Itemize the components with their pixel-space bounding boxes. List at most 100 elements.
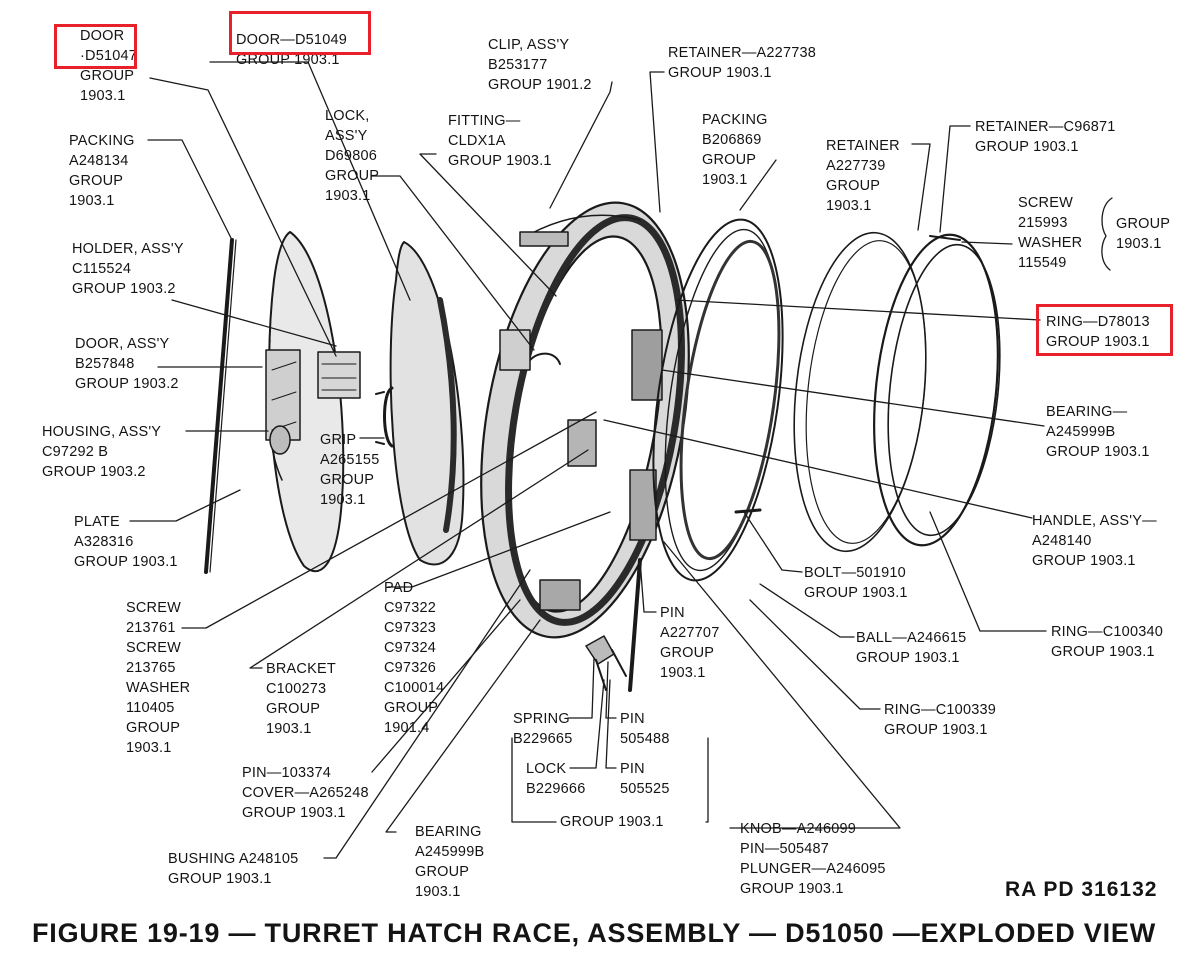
callout-line: 110405 [126,700,175,716]
packing-b206869 [679,239,781,561]
callout-line: 1903.1 [1116,236,1162,252]
pad-block [499,329,531,371]
callout-line: GROUP [702,152,757,168]
callout-line: 1903.1 [126,740,172,756]
callout-screw-213761: SCREW 213761 SCREW 213765 WASHER 110405 … [126,598,190,758]
callout-lock-d69806: LOCK, ASS'Y D69806 GROUP 1903.1 [325,106,379,206]
callout-line: CLIP, ASS'Y [488,37,570,53]
spring-lock-cluster [585,635,615,665]
pin-long [628,558,642,692]
retainer-a227738 [652,218,784,582]
callout-line: PACKING [702,112,768,128]
callout-line: RETAINER—C96871 [975,119,1116,135]
callout-line: 1903.1 [660,665,706,681]
callout-holder: HOLDER, ASS'Y C115524 GROUP 1903.2 [72,239,184,299]
callout-line: A227707 [660,625,720,641]
callout-fitting: FITTING— CLDX1A GROUP 1903.1 [448,111,552,171]
callout-bushing: BUSHING A248105 GROUP 1903.1 [168,849,298,889]
callout-line: 1903.1 [69,193,115,209]
callout-line: 213761 [126,620,176,636]
callout-ring-c100339: RING—C100339 GROUP 1903.1 [884,700,996,740]
callout-line: ·D51047 [80,48,138,64]
callout-line: C100014 [384,680,445,696]
callout-line: DOOR—D51049 [236,32,347,48]
drawing-reference-number: RA PD 316132 [1005,878,1158,901]
callout-line: GROUP 1903.1 [242,805,346,821]
callout-line: GROUP 1903.1 [804,585,908,601]
callout-line: A265155 [320,452,380,468]
callout-line: GROUP [80,68,135,84]
callout-line: A227739 [826,158,886,174]
callout-line: PLUNGER—A246095 [740,861,886,877]
callout-line: SCREW [126,640,181,656]
callout-line: PAD [384,580,414,596]
callout-line: C97322 [384,600,436,616]
callout-line: PIN [620,761,645,777]
callout-line: RING—C100340 [1051,624,1164,640]
callout-line: 505488 [620,731,670,747]
callout-line: GROUP 1903.1 [168,871,272,887]
callout-line: GROUP [320,472,375,488]
callout-line: RING—D78013 [1046,314,1150,330]
callout-grip: GRIP A265155 GROUP 1903.1 [320,430,379,510]
callout-line: GROUP [415,864,470,880]
callout-line: KNOB—A246099 [740,821,857,837]
red-highlight-box [54,24,137,69]
door-housing [269,425,291,455]
callout-ring-c100340: RING—C100340 GROUP 1903.1 [1051,622,1163,662]
callout-plate: PLATE A328316 GROUP 1903.1 [74,512,178,572]
callout-door-d51047: DOOR ·D51047 GROUP 1903.1 [80,26,137,106]
callout-line: GROUP 1903.2 [75,376,179,392]
callout-line: C115524 [72,261,132,277]
callout-line: PACKING [69,133,135,149]
callout-bolt: BOLT—501910 GROUP 1903.1 [804,563,908,603]
callout-packing-b206869: PACKING B206869 GROUP 1903.1 [702,110,768,190]
callout-retainer-a227738: RETAINER—A227738 GROUP 1903.1 [668,43,816,83]
callout-line: WASHER [126,680,191,696]
bearing-block [631,329,663,401]
callout-door-b257848: DOOR, ASS'Y B257848 GROUP 1903.2 [75,334,179,394]
callout-line: 1903.1 [415,884,461,900]
callout-retainer-c96871: RETAINER—C96871 GROUP 1903.1 [975,117,1116,157]
callout-packing-a248134: PACKING A248134 GROUP 1903.1 [69,131,135,211]
callout-line: 1903.1 [266,721,312,737]
callout-line: 1903.1 [826,198,872,214]
callout-line: A328316 [74,534,134,550]
leader-lines [129,61,1113,859]
callout-line: SCREW [1018,195,1073,211]
callout-line: DOOR [80,28,125,44]
callout-line: GROUP 1903.1 [668,65,772,81]
callout-line: GROUP [69,173,124,189]
callout-line: GROUP 1903.1 [236,52,340,68]
callout-line: GROUP 1903.1 [856,650,960,666]
callout-retainer-a227739: RETAINER A227739 GROUP 1903.1 [826,136,900,216]
figure-caption: FIGURE 19-19 — TURRET HATCH RACE, ASSEMB… [32,918,1157,948]
callout-handle: HANDLE, ASS'Y— A248140 GROUP 1903.1 [1032,511,1157,571]
callout-group-bottom: GROUP 1903.1 [560,812,664,832]
callout-line: GROUP 1903.1 [1051,644,1155,660]
callout-line: A248134 [69,153,129,169]
callout-line: RING—C100339 [884,702,997,718]
callout-line: PLATE [74,514,120,530]
callout-line: SCREW [126,600,181,616]
callout-ball: BALL—A246615 GROUP 1903.1 [856,628,966,668]
callout-line: B206869 [702,132,762,148]
callout-line: GROUP 1903.1 [884,722,988,738]
callout-line: GROUP 1903.1 [74,554,178,570]
callout-bearing-a245999b-right: BEARING— A245999B GROUP 1903.1 [1046,402,1150,462]
callout-line: GROUP 1903.1 [1046,334,1150,350]
callout-line: BRACKET [266,661,336,677]
callout-line: 1903.1 [702,172,748,188]
holder-block [317,351,361,399]
callout-line: PIN—103374 [242,765,332,781]
callout-line: GROUP 1901.2 [488,77,592,93]
callout-screw-washer-group: GROUP 1903.1 [1116,214,1170,254]
callout-line: A245999B [415,844,485,860]
callout-line: C97326 [384,660,436,676]
callout-knob: KNOB—A246099 PIN—505487 PLUNGER—A246095 … [740,819,886,899]
callout-line: GROUP 1903.1 [1046,444,1150,460]
bolt [734,508,762,514]
handle-mechanism [567,419,597,467]
callout-spring: SPRING B229665 [513,709,572,749]
